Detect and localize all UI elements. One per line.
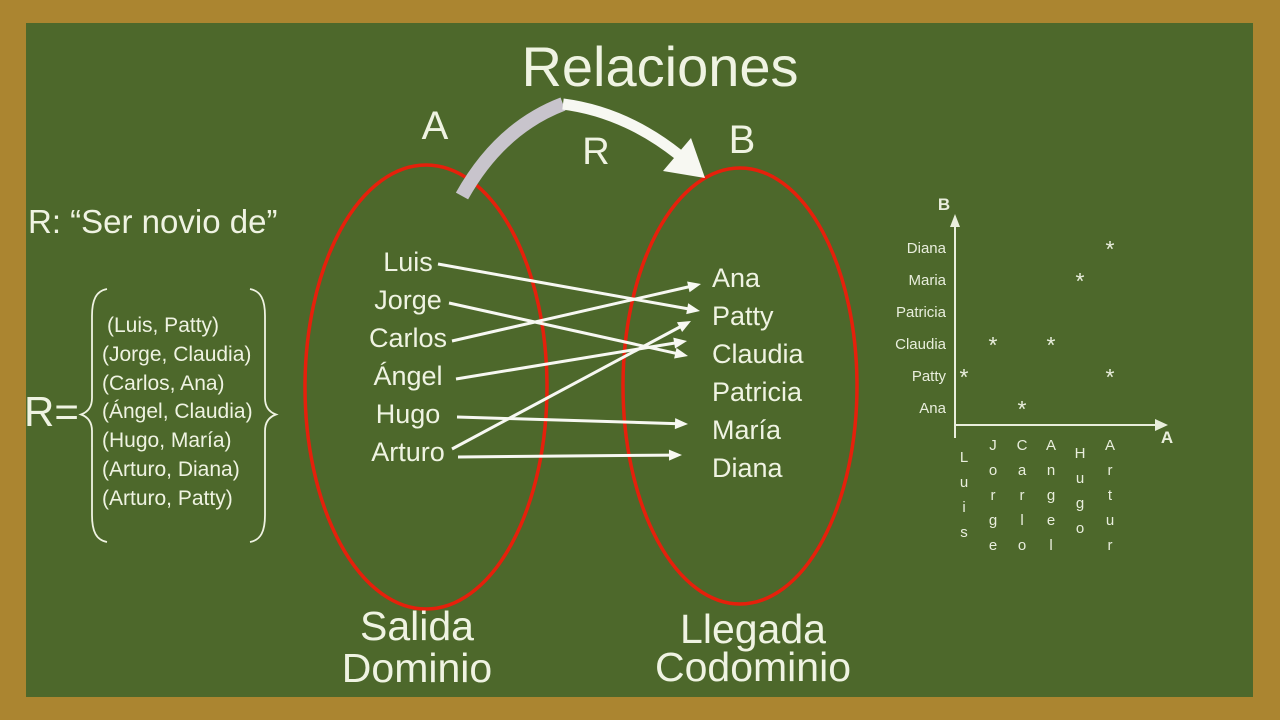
- domain-name: Ángel: [373, 361, 443, 391]
- relation-pair: (Arturo, Patty): [102, 486, 233, 510]
- codomain-name: Diana: [712, 453, 783, 483]
- codomain-caption-line2: Codominio: [655, 644, 851, 690]
- domain-caption-line2: Dominio: [341, 645, 493, 691]
- relation-arc-letter: R: [582, 131, 610, 173]
- domain-name: Luis: [383, 247, 433, 277]
- relation-pairs-list: (Luis, Patty) (Jorge, Claudia) (Carlos, An…: [102, 312, 253, 514]
- domain-name: Hugo: [375, 399, 441, 429]
- set-a-letter: A: [421, 104, 449, 148]
- relation-pair: (Hugo, María): [102, 429, 232, 453]
- domain-name: Carlos: [368, 323, 448, 353]
- codomain-name: Patty: [712, 301, 774, 331]
- codomain-name: Claudia: [712, 339, 804, 369]
- codomain-name: María: [712, 415, 782, 445]
- codomain-name: Patricia: [712, 377, 803, 407]
- page-title: Relaciones: [521, 35, 799, 98]
- domain-name: Jorge: [374, 285, 442, 315]
- relation-pair: (Ángel, Claudia): [102, 400, 253, 424]
- relation-definition: R: “Ser novio de”: [28, 203, 278, 240]
- relation-pair: (Luis, Patty): [107, 314, 220, 337]
- domain-caption-line1: Salida: [360, 603, 474, 649]
- domain-name: Arturo: [371, 437, 445, 467]
- codomain-name: Ana: [712, 263, 761, 293]
- set-b-letter: B: [728, 118, 756, 162]
- relation-pair: (Arturo, Diana): [102, 457, 240, 481]
- relation-symbol: R=: [24, 388, 79, 435]
- relation-pair: (Carlos, Ana): [102, 371, 225, 395]
- codomain-caption-line1: Llegada: [680, 606, 826, 652]
- relation-pair: (Jorge, Claudia): [102, 342, 252, 366]
